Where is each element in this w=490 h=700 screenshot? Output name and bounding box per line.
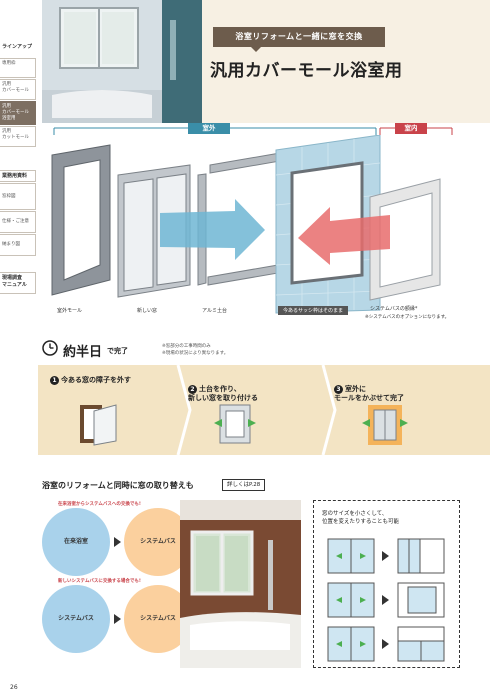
interior-label: 室内 (395, 123, 427, 134)
arrow-right-icon (160, 199, 265, 260)
step3-illustration (362, 405, 408, 445)
arrow-right-icon (114, 537, 121, 547)
caption-system-bath-frame: システムバスの額縁* (370, 306, 418, 312)
sidebar: ラインアップ 専用枠 汎用 カバーモール 汎用 カバーモール 浴室用 汎用 カッ… (0, 0, 38, 700)
system-bath-photo (180, 500, 301, 668)
sidebar-lineup-heading: ラインアップ (2, 44, 33, 50)
step-1-number: 1 (50, 376, 59, 385)
detail-page-link[interactable]: 詳しくはP.28 (222, 479, 266, 491)
exterior-label: 室外 (188, 123, 230, 134)
step-2-text: 土台を作り、 新しい窓を取り付ける (188, 385, 258, 402)
page-number: 26 (10, 684, 18, 691)
system-bath-frame-illustration (369, 178, 441, 301)
step1-illustration (80, 404, 117, 446)
half-day-headline: 約半日 (63, 345, 103, 360)
step-3-text: 室外に モールをかぶせて完了 (334, 385, 404, 402)
caption-exterior-mold: 室外モール (57, 308, 83, 314)
case2-from-circle: システムバス (42, 585, 110, 653)
section-divider-lines (53, 127, 453, 135)
half-day-note-2: ※現場の状況により異なります。 (162, 351, 229, 356)
case1-label: 在来浴室からシステムバスへの交換でも! (58, 502, 141, 507)
exploded-diagram: 室外モール 新しい窓 アルミ土台 今あるサッシ枠はそのまま システムバスの額縁*… (40, 134, 490, 335)
step-2-number: 2 (188, 385, 197, 394)
page-title: 汎用カバーモール浴室用 (210, 61, 403, 81)
caption-system-bath-note: ※システムバスのオプションになります。 (365, 315, 450, 320)
arrow-right-icon (114, 614, 121, 624)
sidebar-manual-heading[interactable]: 現場調査 マニュアル (0, 272, 36, 294)
sidebar-item-cover-mold-bath[interactable]: 汎用 カバーモール 浴室用 (0, 101, 36, 125)
sidebar-item-installation-drawing[interactable]: 納まり図 (0, 234, 36, 256)
half-day-note-1: ※窓部分の工事時間のみ (162, 344, 211, 349)
bathroom-hero-photo (42, 0, 202, 123)
caption-new-window: 新しい窓 (137, 308, 158, 314)
step-1-text: 今ある窓の障子を外す (61, 376, 131, 384)
renovation-title: 浴室のリフォームと同時に窓の取り替えも (42, 481, 194, 490)
step2-illustration (214, 404, 256, 444)
case2-label: 新しいシステムバスに交換する場合でも! (58, 579, 141, 584)
sidebar-item-frame-drawing[interactable]: 窓枠図 (0, 183, 36, 210)
arrow-left-icon (298, 207, 390, 265)
caption-existing-frame: 今あるサッシ枠はそのまま (278, 306, 349, 315)
resize-description: 窓のサイズを小さくして、 位置を変えたりすることも可能 (322, 511, 400, 525)
exterior-mold-illustration (51, 144, 111, 296)
sidebar-item-cut-mold[interactable]: 汎用 カットモール (0, 126, 36, 147)
step-3-number: 3 (334, 385, 343, 394)
sidebar-item-dedicated-frame[interactable]: 専用枠 (0, 58, 36, 78)
half-day-suffix: で完了 (107, 347, 128, 355)
resize-illustration-box (313, 500, 460, 668)
case1-from-circle: 在来浴室 (42, 508, 110, 576)
caption-aluminum-sill: アルミ土台 (202, 308, 227, 314)
sidebar-item-cover-mold[interactable]: 汎用 カバーモール (0, 79, 36, 100)
lead-badge: 浴室リフォームと一緒に窓を交換 (213, 27, 385, 52)
sidebar-business-heading[interactable]: 業務用資料 (0, 170, 36, 182)
clock-icon (42, 340, 58, 356)
sidebar-item-specs[interactable]: 仕様・ご注意 (0, 211, 36, 233)
